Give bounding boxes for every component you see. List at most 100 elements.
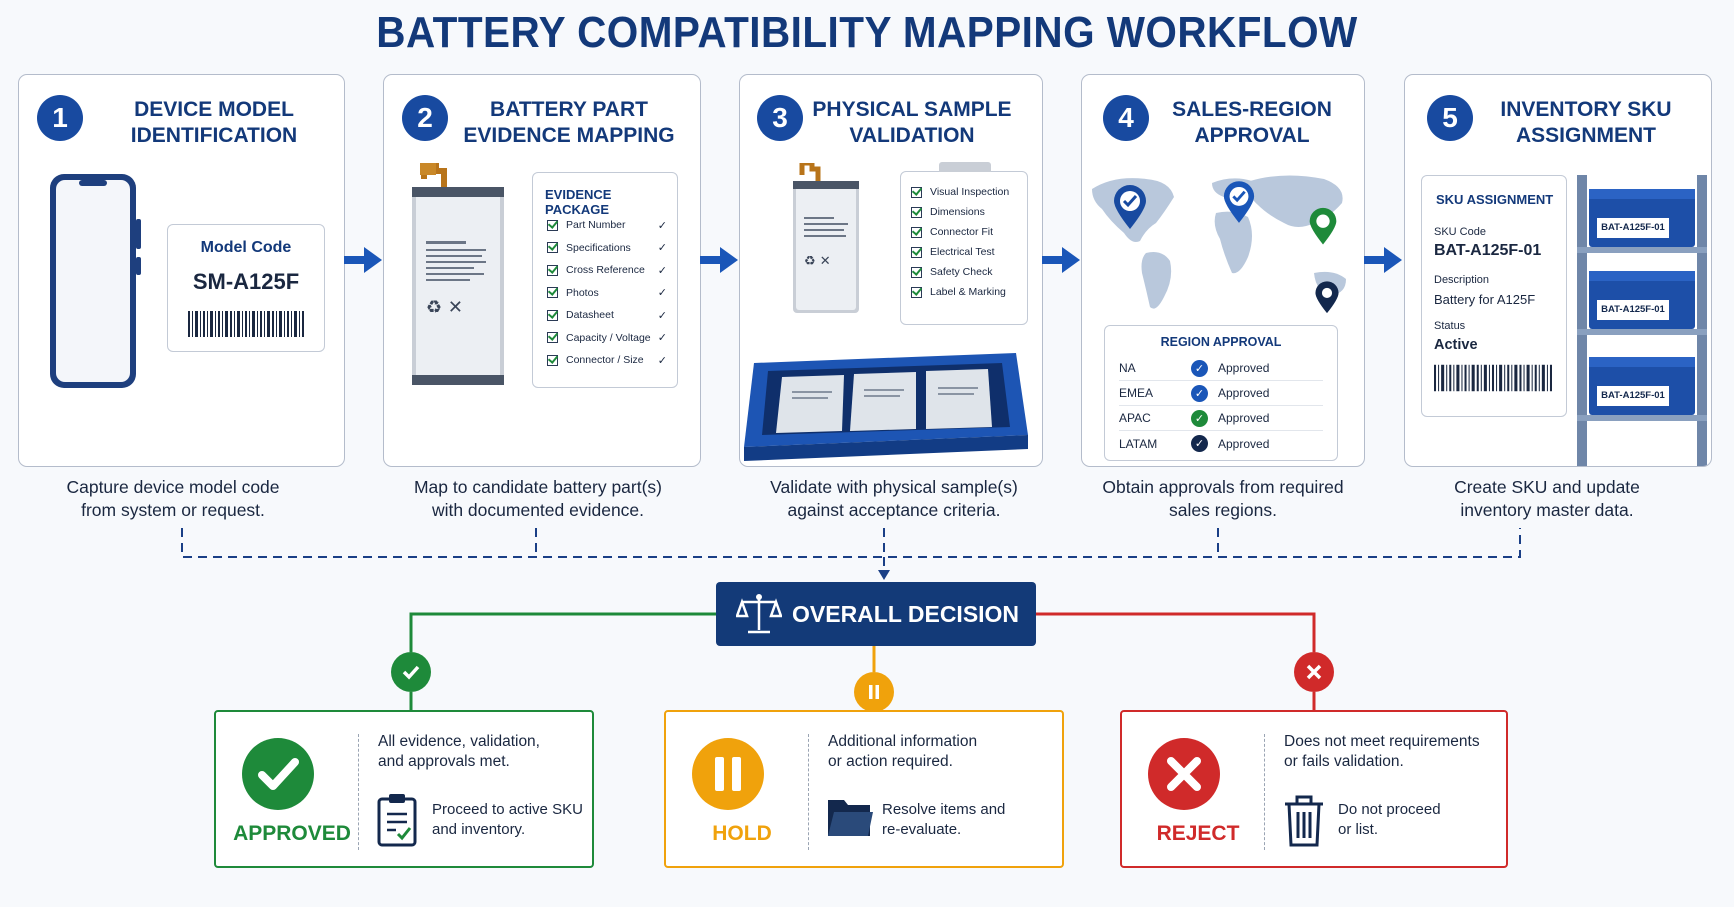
validation-item-label: Label & Marking — [930, 286, 1006, 298]
checkbox-checked-icon — [911, 266, 922, 278]
checkbox-checked-icon — [547, 332, 558, 344]
check-circle-icon: ✓ — [1191, 359, 1208, 377]
outcome-hold: HOLD Additional information or action re… — [664, 710, 1064, 868]
step-desc-2: Map to candidate battery part(s) with do… — [413, 477, 663, 520]
region-status: Approved — [1218, 411, 1270, 425]
approved-badge-icon — [391, 652, 431, 692]
evidence-item-label: Datasheet — [566, 309, 614, 322]
x-circle-icon — [1148, 738, 1220, 810]
sku-description-value: Battery for A125F — [1434, 292, 1536, 307]
checkbox-checked-icon — [911, 186, 922, 198]
divider — [808, 734, 809, 850]
evidence-item-label: Photos — [566, 286, 599, 299]
outcome-reject-text: Does not meet requirements or fails vali… — [1284, 733, 1480, 770]
outcome-reject-action: Do not proceed or list. — [1338, 801, 1441, 838]
sample-tray-icon — [744, 353, 1028, 461]
step-title-2: BATTERY PART EVIDENCE MAPPING — [463, 98, 675, 147]
validation-item: Electrical Test — [911, 242, 1021, 262]
arrow-right-icon — [1042, 247, 1080, 273]
sku-assignment-panel: SKU ASSIGNMENT SKU Code BAT-A125F-01 Des… — [1421, 175, 1567, 417]
checkbox-checked-icon — [547, 309, 558, 321]
region-status: Approved — [1218, 386, 1270, 400]
outcome-approved: APPROVED All evidence, validation, and a… — [214, 710, 594, 868]
region-name: APAC — [1119, 411, 1151, 425]
clipboard-check-icon — [377, 794, 417, 847]
tick-icon: ✓ — [657, 287, 667, 300]
validation-item: Dimensions — [911, 202, 1021, 222]
arrow-right-icon — [1364, 247, 1402, 273]
step-card-1: 1 DEVICE MODEL IDENTIFICATION Model Code… — [18, 74, 345, 467]
outcome-approved-text: All evidence, validation, and approvals … — [378, 733, 540, 770]
hold-badge-icon — [854, 672, 894, 712]
reject-badge-icon — [1294, 652, 1334, 692]
map-pin-icon — [1315, 281, 1339, 314]
evidence-item: Part Number✓ — [547, 214, 667, 237]
outcome-reject-label: REJECT — [1156, 822, 1240, 845]
evidence-item: Datasheet ✓ — [547, 304, 667, 327]
validation-item-label: Electrical Test — [930, 246, 995, 258]
outcome-reject: REJECT Does not meet requirements or fai… — [1120, 710, 1508, 868]
outcome-hold-text: Additional information or action require… — [828, 733, 978, 770]
bin-label: BAT-A125F-01 — [1597, 300, 1669, 320]
tick-icon: ✓ — [657, 354, 667, 367]
svg-text:♻ ✕: ♻ ✕ — [426, 297, 463, 318]
bin-label: BAT-A125F-01 — [1597, 386, 1669, 406]
battery-icon: ♻ ✕ — [412, 163, 504, 385]
checkbox-checked-icon — [547, 219, 558, 231]
sku-status-value: Active — [1434, 337, 1478, 353]
step-desc-3: Validate with physical sample(s) against… — [770, 477, 1018, 520]
evidence-list: Part Number✓Specifications✓Cross Referen… — [547, 214, 667, 372]
step-desc-5: Create SKU and update inventory master d… — [1454, 477, 1640, 520]
arrow-right-icon — [700, 247, 738, 273]
step-title-1: DEVICE MODEL IDENTIFICATION — [130, 98, 298, 147]
tick-icon: ✓ — [657, 264, 667, 277]
region-approval-title: REGION APPROVAL — [1160, 335, 1282, 349]
validation-item: Connector Fit — [911, 222, 1021, 242]
evidence-item: Specifications✓ — [547, 237, 667, 260]
model-code-card: Model Code SM-A125F — [167, 224, 325, 352]
step-title-3: PHYSICAL SAMPLE VALIDATION — [812, 98, 1012, 147]
check-circle-icon: ✓ — [1191, 384, 1208, 402]
evidence-item: Cross Reference✓ — [547, 259, 667, 282]
checkbox-checked-icon — [911, 286, 922, 298]
step-title-4: SALES-REGION APPROVAL — [1172, 98, 1332, 147]
checkbox-checked-icon — [911, 206, 922, 218]
sku-status-label: Status — [1434, 320, 1466, 332]
map-pin-icon — [1114, 185, 1146, 229]
region-row: APAC✓Approved — [1119, 406, 1323, 431]
step-number-1: 1 — [37, 95, 83, 141]
region-row: EMEA✓Approved — [1119, 381, 1323, 406]
evidence-item: Photos ✓ — [547, 282, 667, 305]
validation-item-label: Safety Check — [930, 266, 993, 278]
svg-text:♻ ✕: ♻ ✕ — [804, 254, 831, 269]
region-row: LATAM✓Approved — [1119, 431, 1323, 456]
validation-item: Visual Inspection — [911, 182, 1021, 202]
region-row: NA✓Approved — [1119, 356, 1323, 381]
bin-label: BAT-A125F-01 — [1597, 218, 1669, 238]
region-name: LATAM — [1119, 436, 1158, 451]
step-number-4: 4 — [1103, 95, 1149, 141]
evidence-item: Capacity / Voltage✓ — [547, 327, 667, 350]
region-name: NA — [1119, 361, 1136, 375]
map-pin-icon — [1223, 181, 1255, 223]
region-status: Approved — [1218, 436, 1270, 451]
checkbox-checked-icon — [547, 264, 558, 276]
step-card-2: 2 BATTERY PART EVIDENCE MAPPING ♻ ✕ EVID… — [383, 74, 701, 467]
outcome-approved-action: Proceed to active SKU and inventory. — [432, 801, 583, 838]
validation-item-label: Connector Fit — [930, 226, 994, 238]
step-card-5: 5 INVENTORY SKU ASSIGNMENT BAT-A125F-01 … — [1404, 74, 1712, 467]
step-number-2: 2 — [402, 95, 448, 141]
pause-circle-icon — [692, 738, 764, 810]
validation-item: Label & Marking — [911, 282, 1021, 302]
folder-icon — [828, 800, 873, 836]
overall-decision-label: OVERALL DECISION — [792, 600, 1020, 627]
tick-icon: ✓ — [657, 219, 667, 232]
tick-icon: ✓ — [657, 309, 667, 322]
step-number-3: 3 — [757, 95, 803, 141]
tick-icon: ✓ — [657, 332, 667, 345]
validation-item-label: Visual Inspection — [930, 186, 1010, 198]
step-title-5: INVENTORY SKU ASSIGNMENT — [1500, 98, 1672, 147]
evidence-package-panel: EVIDENCE PACKAGE Part Number✓Specificati… — [532, 172, 678, 388]
